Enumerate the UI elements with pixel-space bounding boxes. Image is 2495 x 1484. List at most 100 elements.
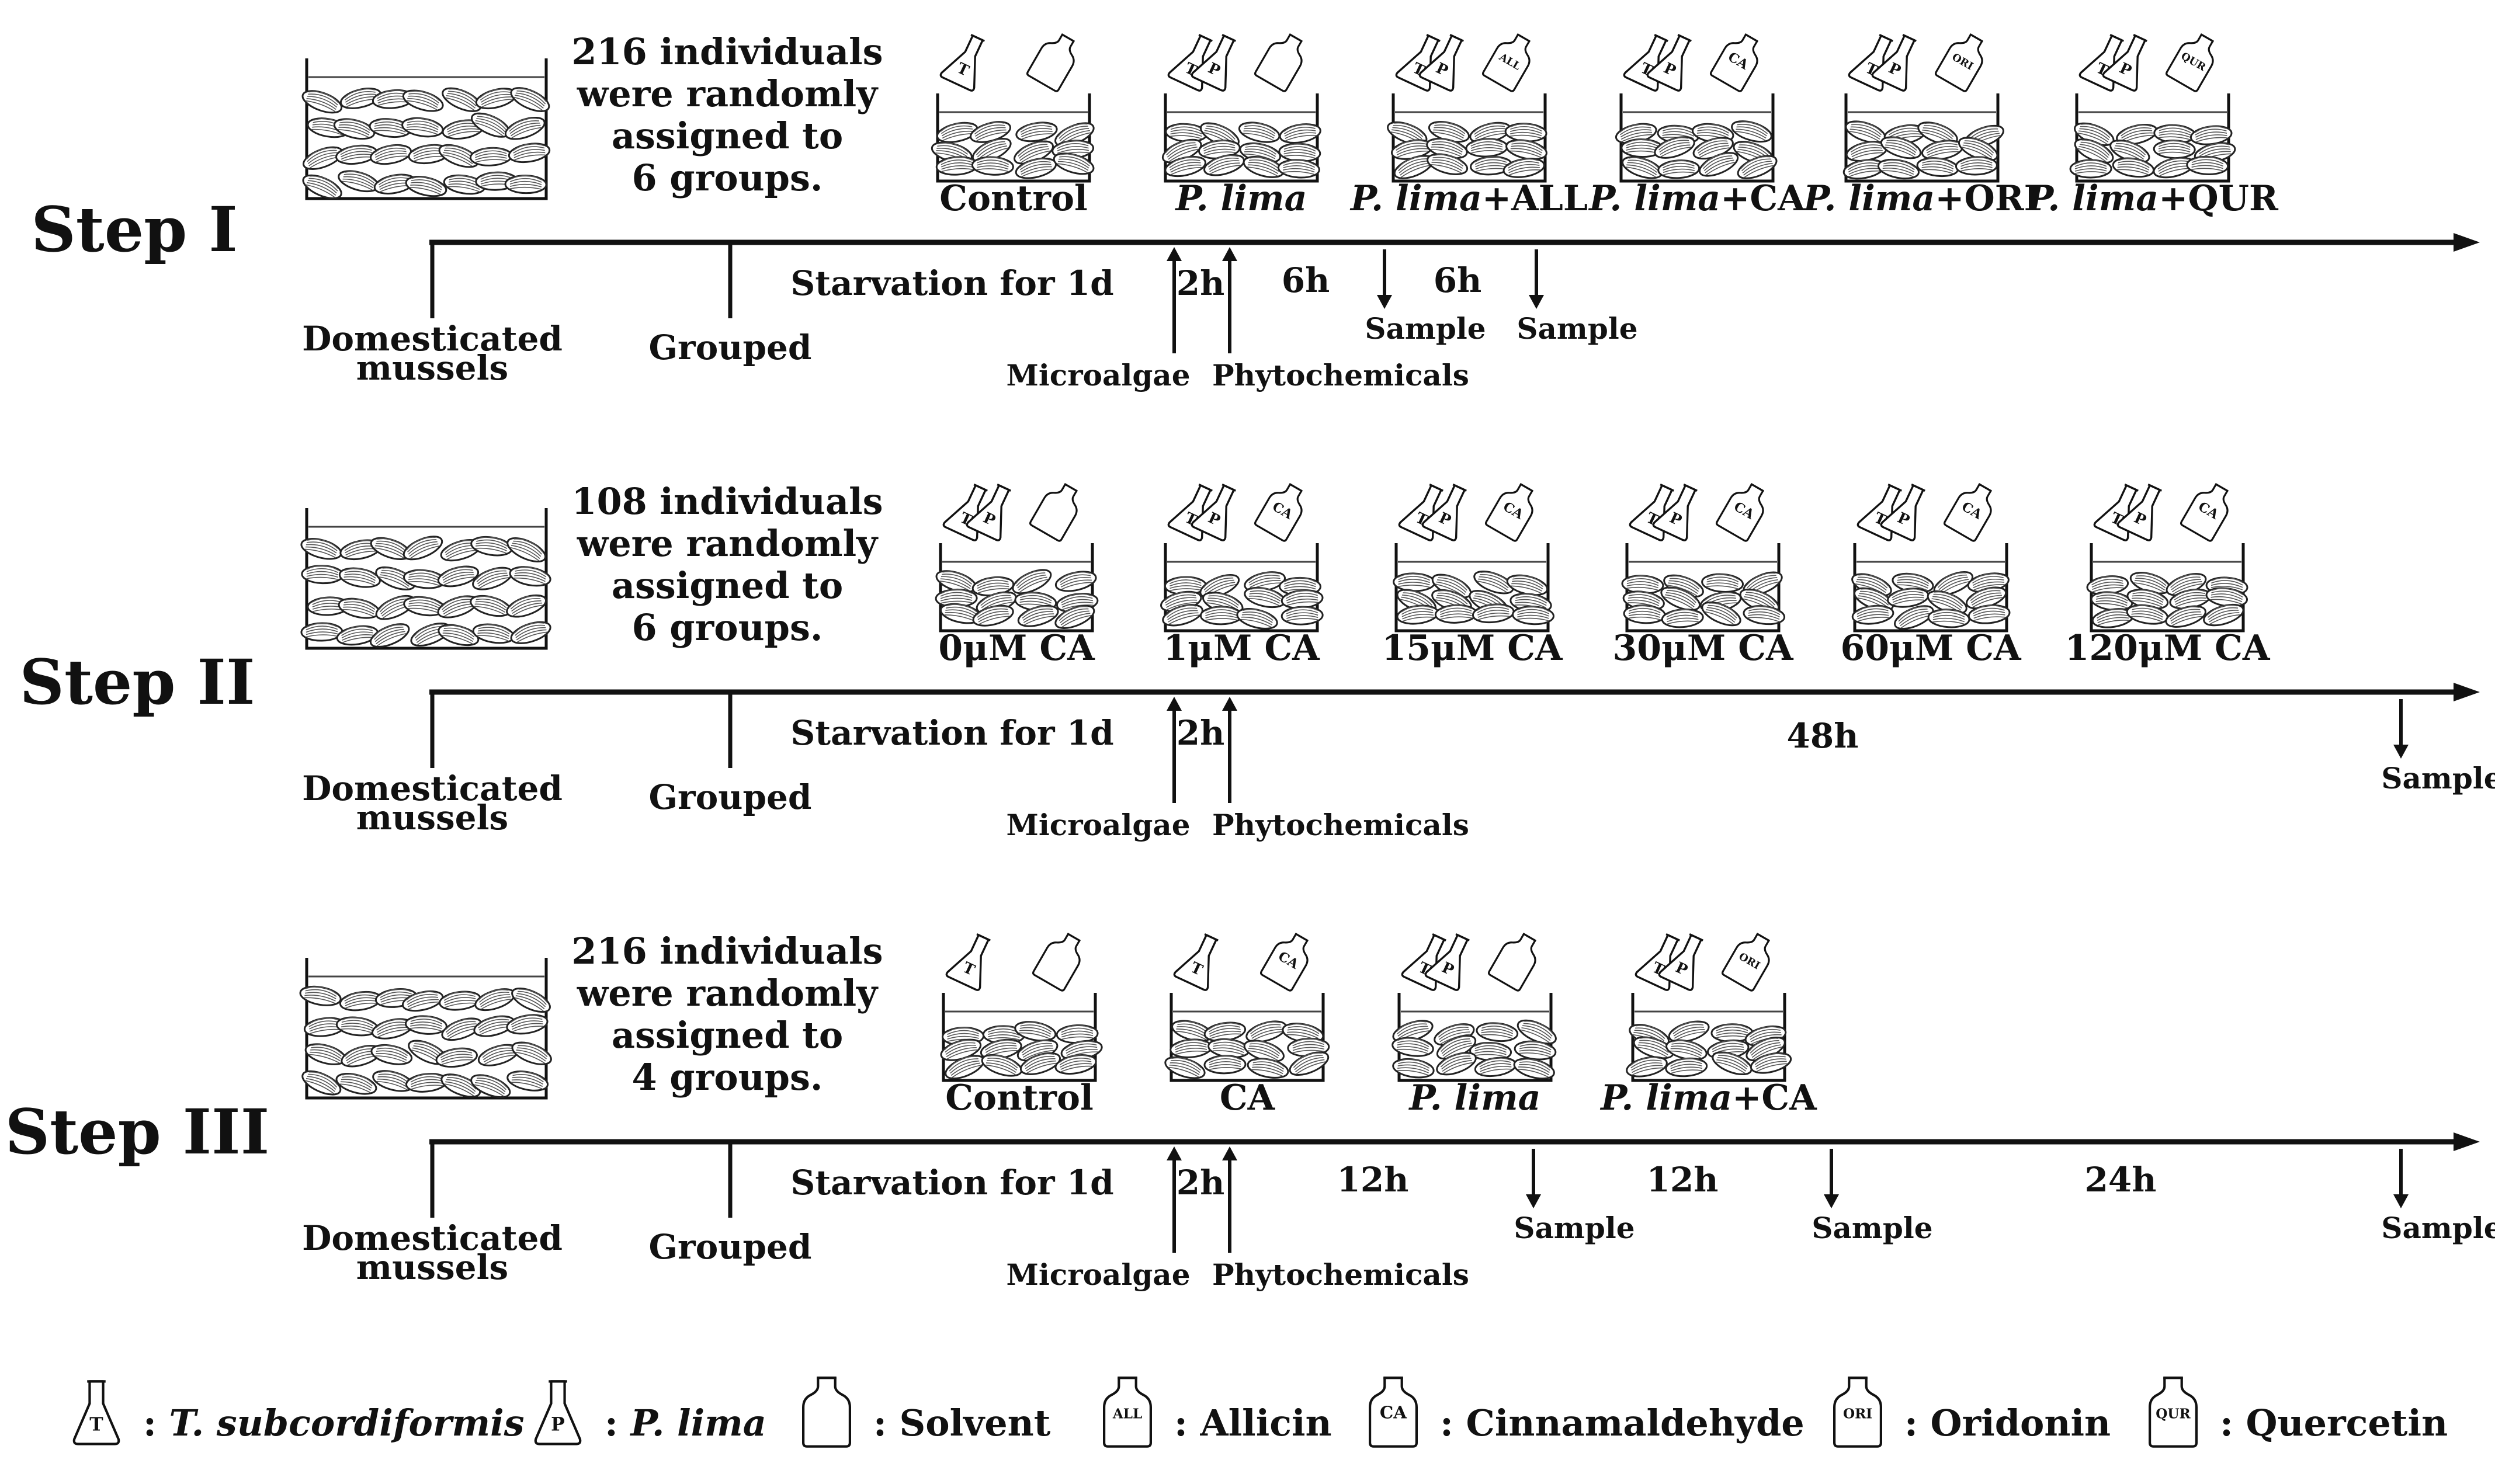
legend-item: P: P. lima xyxy=(534,1380,766,1445)
flask-t-icon: T xyxy=(939,34,985,92)
starvation-label: Starvation for 1d xyxy=(790,263,1113,303)
legend-item: T: T. subcordiformis xyxy=(72,1380,525,1445)
quercetin-bottle-icon: QUR xyxy=(2149,1377,2198,1448)
mussel-shape xyxy=(401,990,444,1012)
mussel-shape xyxy=(504,116,546,140)
mussel-shape xyxy=(1505,139,1547,161)
group-label: P. lima xyxy=(1408,1078,1541,1118)
mussel-shape xyxy=(1054,571,1097,592)
sample-label: Sample xyxy=(1514,1211,1635,1245)
mussel-shape xyxy=(1199,574,1240,599)
sample-label: Sample xyxy=(1365,311,1486,346)
sample-arrow xyxy=(1529,249,1544,309)
mussel-shape xyxy=(1391,1037,1434,1057)
mussel-shape xyxy=(1427,153,1469,175)
mussel-shape xyxy=(1012,569,1052,595)
microalgae-label: Microalgae xyxy=(1006,358,1190,392)
group-tank xyxy=(1615,93,1778,183)
mussel-shape xyxy=(474,988,516,1012)
grouped-label: Grouped xyxy=(649,328,812,367)
bottle-ca-icon: CA xyxy=(1485,483,1534,542)
group-label: P. lima+ALL xyxy=(1349,178,1588,219)
phytochemicals-label: Phytochemicals xyxy=(1212,1257,1469,1292)
mussel-shape xyxy=(303,1017,346,1037)
mussel-shape xyxy=(1170,1038,1213,1058)
group-tank xyxy=(1626,993,1792,1082)
mussel-shape xyxy=(1917,121,1958,145)
bottle-ca-icon: CA xyxy=(1944,483,1993,542)
group-label: 30μM CA xyxy=(1612,628,1793,669)
mussel-shape xyxy=(970,121,1011,143)
mussel-shape xyxy=(506,1071,549,1092)
grouped-label: Grouped xyxy=(649,777,812,817)
flask-p-icon: P xyxy=(966,484,1011,541)
mussel-shape xyxy=(1054,604,1095,629)
flask-p-icon: P xyxy=(1871,34,1917,92)
mussel-shape xyxy=(335,1073,377,1095)
legend-item: ORI: Oridonin xyxy=(1833,1377,2111,1448)
mussel-shape xyxy=(438,624,480,647)
mussel-shape xyxy=(1712,1051,1753,1076)
mussel-shape xyxy=(1243,156,1285,178)
mussel-shape xyxy=(1887,588,1930,608)
mussel-shape xyxy=(1165,123,1208,143)
group-tank xyxy=(1391,993,1557,1082)
mussel-shape xyxy=(304,1043,346,1065)
legend-item: QUR : Quercetin xyxy=(2149,1377,2448,1448)
mussel-shape xyxy=(935,156,978,176)
legend-label: : Cinnamaldehyde xyxy=(1440,1402,1805,1444)
legend-item: ALL: Allicin xyxy=(1103,1377,1332,1448)
mussel-shape xyxy=(1502,158,1545,178)
mussel-shape xyxy=(1014,1021,1057,1042)
timeline-arrowhead xyxy=(2454,683,2480,701)
assignment-text: were randomly xyxy=(577,972,879,1014)
group-label: P. lima+CA xyxy=(1599,1078,1817,1118)
timeline-arrowhead xyxy=(2454,233,2480,252)
mussel-shape xyxy=(469,147,512,166)
mussel-shape xyxy=(1892,572,1934,593)
interval-label: 24h xyxy=(2085,1160,2157,1200)
mussel-shape xyxy=(1207,1038,1250,1058)
mussel-shape xyxy=(1393,155,1434,179)
mussel-shape xyxy=(1665,1039,1708,1061)
legend-label: : Quercetin xyxy=(2220,1402,2448,1444)
timeline-arrowhead xyxy=(2454,1132,2480,1151)
mussel-shape xyxy=(435,1047,478,1068)
mussel-shape xyxy=(1731,120,1772,143)
svg-text:T: T xyxy=(89,1413,103,1435)
interval-label: 6h xyxy=(1434,260,1482,300)
mussel-shape xyxy=(2189,125,2233,145)
mussel-shape xyxy=(504,175,547,194)
mussel-shape xyxy=(1851,604,1894,625)
mussel-shape xyxy=(1436,1035,1477,1060)
assignment-text: were randomly xyxy=(577,522,879,565)
mussel-shape xyxy=(2112,157,2155,178)
holding-tank xyxy=(299,958,552,1100)
mussel-shape xyxy=(375,566,416,590)
group-tank xyxy=(1161,93,1321,183)
mussel-shape xyxy=(1426,138,1468,159)
bottle-all-icon: ALL xyxy=(1482,33,1531,92)
legend-label: : Allicin xyxy=(1174,1402,1332,1444)
microalgae-arrow xyxy=(1167,1146,1182,1253)
mussel-shape xyxy=(338,597,380,619)
mussel-shape xyxy=(1019,1052,1061,1075)
mussel-shape xyxy=(1474,1056,1517,1078)
mussel-shape xyxy=(437,565,480,588)
group-tank xyxy=(940,993,1103,1082)
mussel-shape xyxy=(1396,604,1439,625)
mussel-shape xyxy=(471,112,511,138)
phytochemicals-arrow xyxy=(1222,697,1237,803)
microalgae-label: Microalgae xyxy=(1006,1257,1190,1292)
sample-arrow xyxy=(1824,1149,1839,1208)
mussel-shape xyxy=(405,1072,448,1093)
starvation-label: Starvation for 1d xyxy=(790,1163,1113,1203)
domesticated-label: Domesticated xyxy=(302,1218,563,1258)
